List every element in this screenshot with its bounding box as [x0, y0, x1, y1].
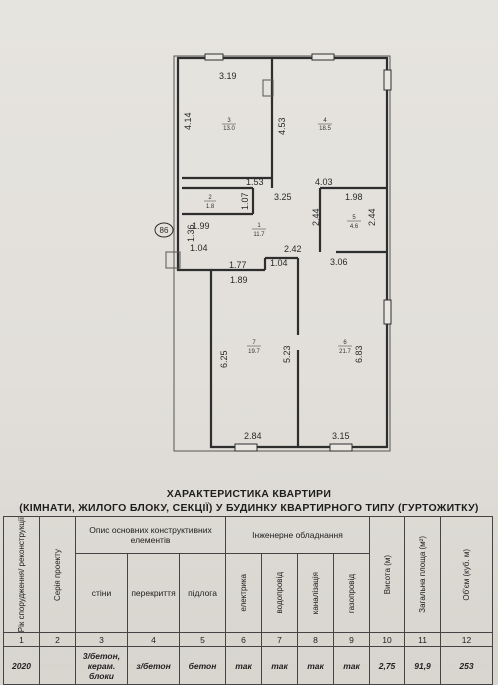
dim-6-25: 6.25 [219, 350, 229, 368]
dim-5-23: 5.23 [282, 345, 292, 363]
dim-2-44-right: 2.44 [367, 208, 377, 226]
dim-3-15: 3.15 [332, 431, 350, 441]
value-sewer: так [297, 646, 335, 685]
dim-1-07: 1.07 [240, 192, 250, 210]
dim-1-77: 1.77 [229, 260, 247, 270]
dim-3-06: 3.06 [330, 257, 348, 267]
header-year: Рік спорудження/ реконструкції [3, 515, 40, 634]
value-height: 2,75 [369, 646, 406, 685]
value-walls: 3/бетон, керам. блоки [75, 646, 128, 685]
title-line-2: (КІМНАТИ, ЖИЛОГО БЛОКУ, СЕКЦІЇ) У БУДИНК… [19, 502, 479, 514]
col-number: 11 [404, 632, 442, 648]
svg-text:3: 3 [227, 118, 231, 124]
plan-walls [173, 55, 391, 452]
col-number: 1 [3, 632, 40, 648]
dim-1-89: 1.89 [230, 275, 248, 285]
value-flooring: бетон [178, 646, 227, 685]
col-number: 4 [127, 632, 180, 648]
header-gas: газопровід [333, 552, 371, 634]
value-area: 91,9 [404, 646, 442, 685]
dim-3-25: 3.25 [274, 192, 292, 202]
svg-text:11.7: 11.7 [253, 232, 265, 238]
dim-6-83: 6.83 [354, 345, 364, 363]
dim-4-03: 4.03 [315, 177, 333, 187]
plan-windows [204, 53, 392, 452]
header-series: Серія проекту [39, 515, 76, 634]
header-electric: електрика [225, 552, 263, 634]
room-label-4: 4 18.5 [318, 118, 332, 132]
header-flooring: підлога [178, 552, 227, 634]
room-label-1: 1 11.7 [252, 223, 266, 238]
svg-text:18.5: 18.5 [319, 126, 331, 132]
dim-4-53: 4.53 [277, 117, 287, 135]
header-floors: перекриття [127, 552, 180, 634]
col-number: 2 [39, 632, 76, 648]
room-label-5: 5 4.6 [347, 215, 361, 230]
value-floors: з/бетон [127, 646, 180, 685]
value-year: 2020 [3, 646, 40, 685]
dim-1-04-mid: 1.04 [270, 258, 288, 268]
dim-2-44-left: 2.44 [311, 208, 321, 226]
col-number: 5 [178, 632, 227, 648]
header-sewer: каналізація [297, 552, 335, 634]
header-desc-group: Опис основних конструктивних елементів [74, 516, 227, 554]
dim-4-14: 4.14 [183, 112, 193, 130]
dim-2-84: 2.84 [244, 431, 262, 441]
header-walls: стіни [75, 552, 128, 634]
room-label-6: 6 21.7 [338, 340, 352, 355]
dim-1-36: 1.36 [186, 224, 196, 242]
dim-1-04-left: 1.04 [190, 243, 208, 253]
header-height: Висота (м) [369, 515, 406, 634]
value-volume: 253 [440, 646, 494, 685]
dim-1-98: 1.98 [345, 192, 363, 202]
title-line-1: ХАРАКТЕРИСТИКА КВАРТИРИ [166, 488, 332, 500]
dim-1-99: 1.99 [192, 221, 210, 231]
characteristics-table: Рік спорудження/ реконструкції Серія про… [3, 515, 494, 685]
svg-text:4: 4 [323, 118, 327, 124]
svg-text:21.7: 21.7 [339, 349, 351, 355]
col-number: 8 [297, 632, 335, 648]
header-area: Загальна площа (м²) [404, 515, 442, 634]
apartment-marker: 86 [154, 222, 174, 238]
svg-text:7: 7 [252, 340, 256, 346]
svg-text:5: 5 [352, 215, 356, 221]
col-number: 12 [440, 632, 494, 648]
room-label-3: 3 13.0 [222, 118, 236, 132]
room-label-2: 2 1.8 [204, 195, 216, 210]
svg-text:6: 6 [343, 340, 347, 346]
svg-text:19.7: 19.7 [248, 349, 260, 355]
svg-text:86: 86 [160, 226, 169, 235]
svg-text:4.6: 4.6 [350, 224, 359, 230]
col-number: 3 [75, 632, 128, 648]
header-eng-group: Інженерне обладнання [225, 516, 371, 554]
value-gas: так [333, 646, 371, 685]
dim-1-53: 1.53 [246, 177, 264, 187]
room-label-7: 7 19.7 [247, 340, 261, 355]
col-number: 10 [369, 632, 406, 648]
dim-2-42: 2.42 [284, 244, 302, 254]
svg-text:1: 1 [257, 223, 261, 229]
value-water: так [261, 646, 299, 685]
col-number: 6 [225, 632, 263, 648]
svg-text:2: 2 [208, 195, 212, 201]
svg-text:13.0: 13.0 [223, 126, 235, 132]
svg-text:1.8: 1.8 [206, 204, 215, 210]
header-water: водопровід [261, 552, 299, 634]
header-volume: Об'єм (куб. м) [440, 515, 494, 634]
col-number: 9 [333, 632, 371, 648]
value-electric: так [225, 646, 263, 685]
col-number: 7 [261, 632, 299, 648]
dim-3-19: 3.19 [219, 71, 237, 81]
value-series [39, 646, 76, 685]
floor-plan: 3.19 4.14 4.53 1.53 4.03 1.98 1.07 3.25 … [154, 53, 392, 452]
